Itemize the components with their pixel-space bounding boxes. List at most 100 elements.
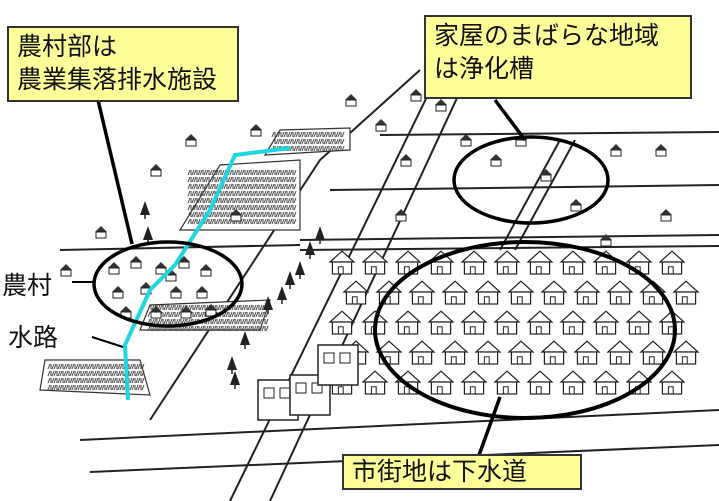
tree-icon <box>295 261 305 279</box>
hut-icon <box>610 144 622 157</box>
house-icon <box>408 280 436 305</box>
house-icon <box>493 310 521 335</box>
house-icon <box>427 310 455 335</box>
house-icon <box>474 340 502 365</box>
house-icon <box>507 340 535 365</box>
tree-icon <box>140 201 150 219</box>
tree-icon <box>315 226 325 244</box>
hut-icon <box>375 119 387 132</box>
road-middle-edge <box>299 245 719 251</box>
road-diagonal-b <box>269 69 471 501</box>
hut-icon <box>205 304 217 317</box>
sparse-leader-line <box>493 98 527 142</box>
house-icon <box>592 370 620 395</box>
house-icon <box>474 280 502 305</box>
road-front <box>79 409 719 441</box>
rural-leader-line <box>96 99 134 245</box>
urban-area-ellipse <box>373 240 677 420</box>
house-icon <box>394 370 422 395</box>
house-icon <box>658 250 686 275</box>
rural-callout-line2: 農業集落排水施設 <box>17 65 218 94</box>
road-top <box>379 131 719 136</box>
hut-icon <box>200 264 212 277</box>
hut-icon <box>435 99 447 112</box>
trees-group <box>140 201 325 389</box>
hut-icon <box>170 286 182 299</box>
tree-icon <box>285 271 295 289</box>
hut-icon <box>185 134 197 147</box>
waterway-label: 水路 <box>8 318 59 354</box>
hut-icon <box>108 262 120 275</box>
house-icon <box>507 280 535 305</box>
urban-leader-line <box>476 396 502 459</box>
hut-icon <box>180 306 192 319</box>
road-diagonal-e <box>514 139 576 251</box>
hut-icon <box>400 154 412 167</box>
house-icon <box>526 250 554 275</box>
sparse-callout-line1: 家屋のまばらな地域 <box>434 21 660 50</box>
house-icon <box>606 280 634 305</box>
rural-callout: 農村部は 農業集落排水施設 <box>7 26 239 102</box>
hut-icon <box>395 209 407 222</box>
rural-callout-line1: 農村部は <box>17 32 118 61</box>
urban-callout: 市街地は下水道 <box>342 454 582 490</box>
house-icon <box>573 280 601 305</box>
house-icon <box>361 250 389 275</box>
house-icon <box>460 250 488 275</box>
hut-icon <box>112 286 124 299</box>
hut-icon <box>345 94 357 107</box>
hut-icon <box>150 164 162 177</box>
tree-icon <box>227 356 237 374</box>
house-icon <box>639 340 667 365</box>
road-diagonal-d <box>499 139 561 251</box>
house-icon <box>526 310 554 335</box>
sparse-area-ellipse <box>452 135 610 225</box>
sparse-callout: 家屋のまばらな地域 は浄化槽 <box>424 15 692 99</box>
hut-icon <box>150 306 162 319</box>
hut-icon <box>196 286 208 299</box>
house-icon <box>592 310 620 335</box>
house-icon <box>573 340 601 365</box>
rice-fields <box>39 127 351 396</box>
field-texture <box>47 131 345 391</box>
building-icon <box>317 344 359 386</box>
house-icon <box>328 250 356 275</box>
waterway-line <box>122 146 291 401</box>
house-icon <box>441 280 469 305</box>
house-icon <box>606 340 634 365</box>
house-icon <box>672 340 700 365</box>
sparse-callout-line2: は浄化槽 <box>434 54 535 83</box>
hut-icon <box>250 124 262 137</box>
hut-icon <box>655 144 667 157</box>
hut-icon <box>660 209 672 222</box>
tree-icon <box>277 286 287 304</box>
hut-icon <box>95 226 107 239</box>
house-icon <box>540 280 568 305</box>
house-icon <box>625 310 653 335</box>
road-network <box>59 69 719 501</box>
hut-icon <box>178 256 190 269</box>
road-diagonal-a <box>229 69 441 501</box>
house-icon <box>408 340 436 365</box>
house-icon <box>493 250 521 275</box>
hut-icon <box>155 262 167 275</box>
house-icon <box>540 340 568 365</box>
house-icon <box>526 370 554 395</box>
house-icon <box>658 370 686 395</box>
house-icon <box>672 280 700 305</box>
house-icon <box>328 310 356 335</box>
hut-icon <box>600 234 612 247</box>
house-icon <box>460 370 488 395</box>
house-icon <box>559 310 587 335</box>
hut-icon <box>230 209 242 222</box>
road-upper <box>329 184 719 191</box>
tree-icon <box>240 331 250 349</box>
hut-icon <box>410 89 422 102</box>
house-icon <box>441 340 469 365</box>
road-left <box>59 244 301 251</box>
hut-icon <box>460 134 472 147</box>
waterway-label-line <box>91 336 124 348</box>
hut-icon <box>570 199 582 212</box>
